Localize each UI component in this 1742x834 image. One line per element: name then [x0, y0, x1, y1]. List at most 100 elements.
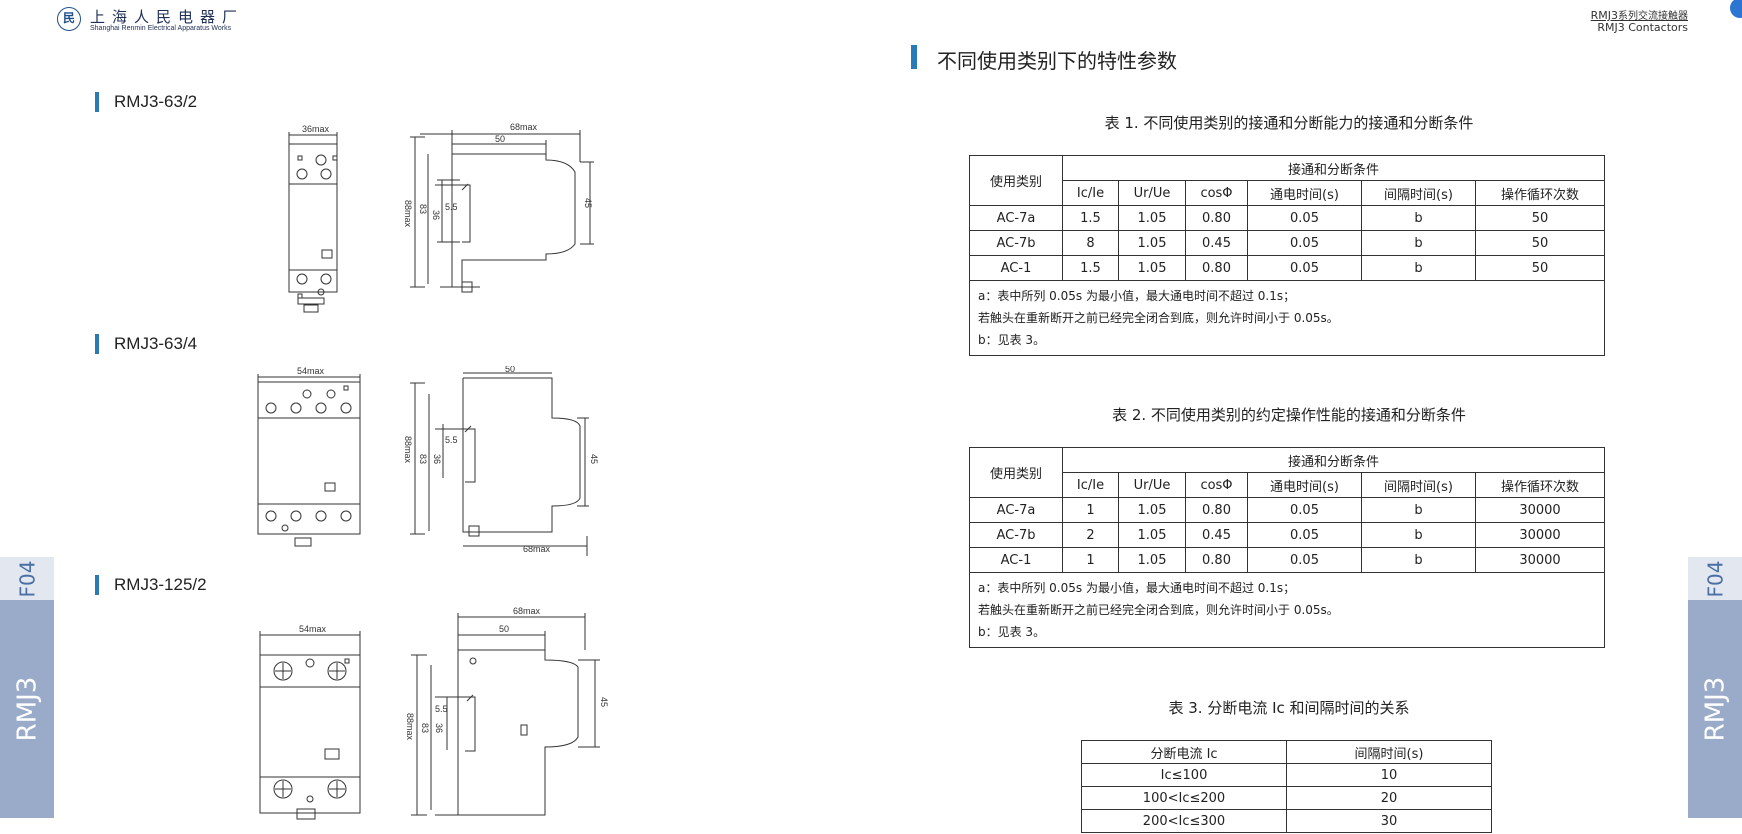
header-cell: Ic/Ie	[1062, 472, 1119, 498]
dim-height-83: 83	[418, 454, 428, 464]
header-cell: Ur/Ue	[1118, 472, 1186, 498]
table-cell: 1.5	[1062, 255, 1119, 281]
table-cell: AC-1	[969, 255, 1063, 281]
table-cell: 0.05	[1247, 205, 1362, 231]
table-cell: AC-7a	[969, 205, 1063, 231]
table-cell: 2	[1062, 522, 1119, 548]
series-title-cn: RMJ3系列交流接触器	[1591, 7, 1688, 22]
table-cell: b	[1361, 497, 1476, 523]
table-cell: 1	[1062, 547, 1119, 573]
table-cell: 0.80	[1185, 255, 1248, 281]
table-cell: 100<Ic≤200	[1081, 786, 1287, 810]
model-title-1: RMJ3-63/2	[114, 92, 198, 111]
header-cell: 间隔时间(s)	[1361, 180, 1476, 206]
table-cell: 1.05	[1118, 522, 1186, 548]
table1-caption: 表 1. 不同使用类别的接通和分断能力的接通和分断条件	[1104, 114, 1474, 132]
title-bar	[911, 45, 917, 69]
group-header: 接通和分断条件	[1061, 447, 1606, 473]
table2-caption: 表 2. 不同使用类别的约定操作性能的接通和分断条件	[1112, 406, 1466, 424]
section-bar	[95, 92, 99, 112]
drawing-rmj3-63-4: 54max 50 68max 5.5 88max 83 36 45	[257, 366, 599, 556]
table-cell: 20	[1286, 786, 1492, 810]
group-header: 接通和分断条件	[1061, 155, 1606, 181]
table-cell: 0.80	[1185, 547, 1248, 573]
col-category: 使用类别	[969, 447, 1063, 498]
note-line: a：表中所列 0.05s 为最小值，最大通电时间不超过 0.1s；	[978, 289, 1296, 303]
dim-height-max: 88max	[405, 713, 415, 741]
drawing-rmj3-125-2: 54max 68max 50 5.5 88max 83 36 45	[259, 606, 609, 820]
table-cell: b	[1361, 255, 1476, 281]
dim-side-inner: 50	[495, 134, 505, 144]
dim-side-depth: 68max	[510, 122, 538, 132]
table-cell: 0.05	[1247, 522, 1362, 548]
notes-cell: a：表中所列 0.05s 为最小值，最大通电时间不超过 0.1s；若触头在重新断…	[968, 280, 1606, 356]
header-cell: Ic/Ie	[1062, 180, 1119, 206]
notes-row: a：表中所列 0.05s 为最小值，最大通电时间不超过 0.1s；若触头在重新断…	[968, 280, 1606, 356]
dim-front-width: 54max	[297, 366, 325, 376]
table-cell: 1.05	[1118, 205, 1186, 231]
table-cell: b	[1361, 522, 1476, 548]
table-cell: 50	[1474, 205, 1606, 231]
table-cell: AC-7b	[969, 230, 1063, 256]
series-title-en: RMJ3 Contactors	[1597, 21, 1688, 34]
table-cell: AC-1	[969, 547, 1063, 573]
company-name-en: Shanghai Renmin Electrical Apparatus Wor…	[90, 25, 232, 32]
table-cell: Ic≤100	[1081, 763, 1287, 787]
table-cell: 0.05	[1247, 497, 1362, 523]
header-cell: 间隔时间(s)	[1361, 472, 1476, 498]
table-cell: b	[1361, 230, 1476, 256]
notes-row: a：表中所列 0.05s 为最小值，最大通电时间不超过 0.1s；若触头在重新断…	[968, 572, 1606, 648]
table-cell: b	[1361, 547, 1476, 573]
table-cell: 1.05	[1118, 230, 1186, 256]
table-cell: 0.05	[1247, 255, 1362, 281]
table-cell: 1.05	[1118, 547, 1186, 573]
header-cell: 通电时间(s)	[1247, 180, 1362, 206]
table-cell: 0.45	[1185, 522, 1248, 548]
dim-offset: 5.5	[445, 435, 458, 445]
header-cell: 分断电流 Ic	[1081, 740, 1287, 764]
table3-caption: 表 3. 分断电流 Ic 和间隔时间的关系	[1168, 699, 1410, 717]
table-cell: 30000	[1474, 497, 1606, 523]
series-cn: 系列交流接触器	[1618, 11, 1688, 22]
dim-height-36: 36	[434, 723, 444, 733]
table-cell: 200<Ic≤300	[1081, 809, 1287, 833]
product-tab-left: RMJ3	[0, 600, 54, 818]
section-bar	[95, 334, 99, 354]
page-code-tab-left: F04	[0, 557, 54, 600]
dim-height-36: 36	[432, 454, 442, 464]
dim-front-width: 54max	[299, 624, 327, 634]
dim-offset: 5.5	[435, 704, 448, 714]
table-cell: 0.80	[1185, 205, 1248, 231]
dim-height-45: 45	[589, 454, 599, 464]
header-cell: 操作循环次数	[1474, 180, 1606, 206]
dim-side-inner: 50	[505, 366, 515, 374]
table-cell: 0.05	[1247, 230, 1362, 256]
table-cell: 0.45	[1185, 230, 1248, 256]
table-cell: 1.5	[1062, 205, 1119, 231]
header-cell: 通电时间(s)	[1247, 472, 1362, 498]
table-cell: 1	[1062, 497, 1119, 523]
dim-height-45: 45	[599, 697, 609, 707]
note-line: b：见表 3。	[978, 333, 1046, 347]
model-title-2: RMJ3-63/4	[114, 334, 198, 353]
dim-side-inner: 50	[499, 624, 509, 634]
table-cell: 30000	[1474, 547, 1606, 573]
note-line: 若触头在重新断开之前已经完全闭合到底，则允许时间小于 0.05s。	[978, 603, 1339, 617]
dim-side-depth: 68max	[513, 606, 541, 616]
table-cell: 30	[1286, 809, 1492, 833]
dim-height-45: 45	[583, 198, 593, 208]
dim-height-36: 36	[431, 210, 441, 220]
dim-height-max: 88max	[403, 436, 413, 464]
